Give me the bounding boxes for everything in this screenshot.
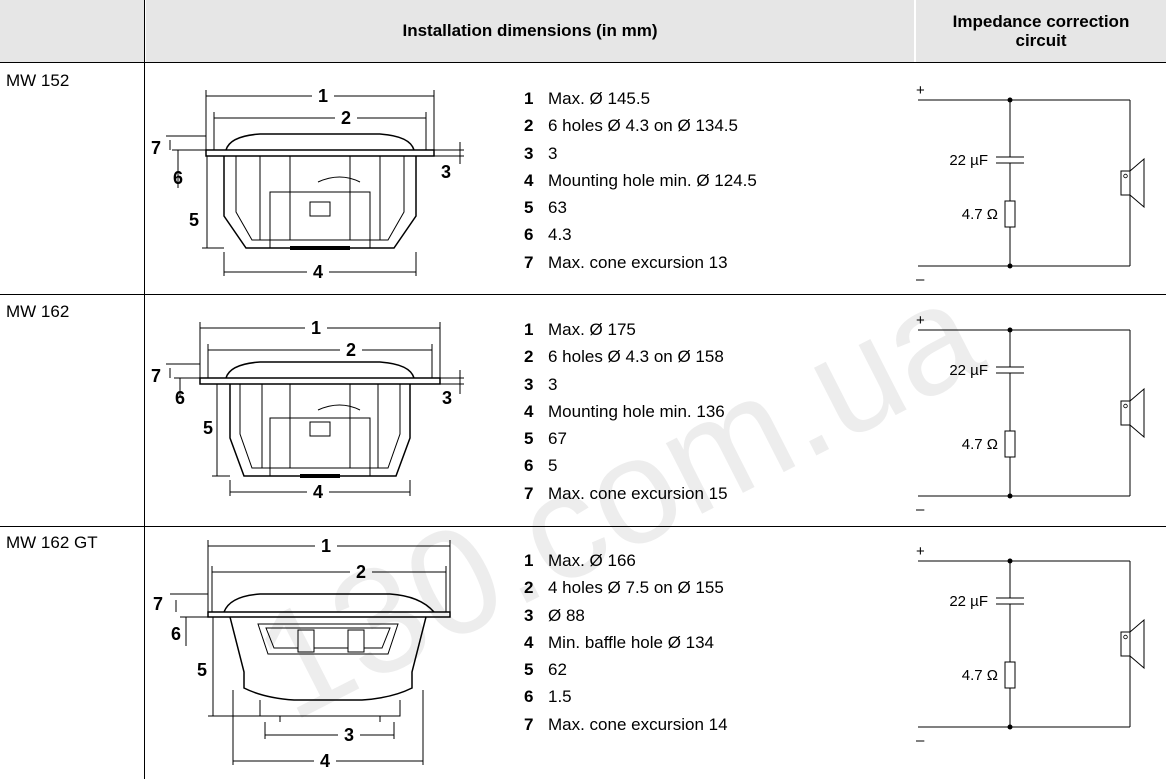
callout-2: 2 — [341, 108, 351, 128]
callout-4: 4 — [313, 482, 323, 502]
callout-1: 1 — [318, 86, 328, 106]
minus-terminal: – — [916, 732, 925, 749]
plus-terminal: + — [916, 312, 925, 329]
callout-3: 3 — [344, 725, 354, 745]
callout-7: 7 — [151, 366, 161, 386]
callout-2: 2 — [346, 340, 356, 360]
circuit-mw152: + – 22 µF 4.7 Ω — [916, 82, 1145, 288]
plus-terminal: + — [916, 82, 925, 99]
callout-5: 5 — [189, 210, 199, 230]
header-installation-dimensions: Installation dimensions (in mm) — [146, 0, 914, 62]
callout-7: 7 — [151, 138, 161, 158]
capacitor-label: 22 µF — [949, 152, 988, 169]
resistor-label: 4.7 Ω — [962, 667, 998, 684]
model-label-mw162: MW 162 — [6, 302, 70, 321]
drawing-mw152: 1 2 3 4 5 6 7 — [151, 86, 464, 282]
row1-bottom-rule — [0, 294, 1166, 295]
callout-3: 3 — [442, 388, 452, 408]
callout-1: 1 — [311, 318, 321, 338]
resistor-label: 4.7 Ω — [962, 206, 998, 223]
model-label-mw152: MW 152 — [6, 71, 70, 90]
callout-5: 5 — [203, 418, 213, 438]
capacitor-label: 22 µF — [949, 362, 988, 379]
label-column-rule — [144, 0, 145, 779]
drawing-mw162: 1 2 3 4 5 6 7 — [151, 318, 464, 502]
callout-6: 6 — [171, 624, 181, 644]
header-bottom-rule — [0, 62, 1166, 63]
circuit-title-line2: circuit — [1015, 31, 1067, 50]
plus-terminal: + — [916, 543, 925, 560]
minus-terminal: – — [916, 501, 925, 518]
callout-1: 1 — [321, 536, 331, 556]
circuit-mw162: + – 22 µF 4.7 Ω — [916, 312, 1145, 518]
minus-terminal: – — [916, 271, 925, 288]
header-impedance-circuit: Impedance correction circuit — [916, 0, 1166, 62]
header-blank-cell — [0, 0, 144, 62]
callout-4: 4 — [320, 751, 330, 771]
row2-bottom-rule — [0, 526, 1166, 527]
capacitor-label: 22 µF — [949, 593, 988, 610]
callout-6: 6 — [175, 388, 185, 408]
drawing-mw162gt: 1 2 3 4 5 6 7 — [153, 536, 451, 771]
callout-2: 2 — [356, 562, 366, 582]
resistor-label: 4.7 Ω — [962, 436, 998, 453]
callout-3: 3 — [441, 162, 451, 182]
installation-title: Installation dimensions (in mm) — [402, 21, 658, 40]
callout-4: 4 — [313, 262, 323, 282]
circuit-title-line1: Impedance correction — [952, 12, 1130, 31]
model-label-mw162gt: MW 162 GT — [6, 533, 98, 552]
callout-6: 6 — [173, 168, 183, 188]
callout-7: 7 — [153, 594, 163, 614]
callout-5: 5 — [197, 660, 207, 680]
circuit-mw162gt: + – 22 µF 4.7 Ω — [916, 543, 1145, 749]
